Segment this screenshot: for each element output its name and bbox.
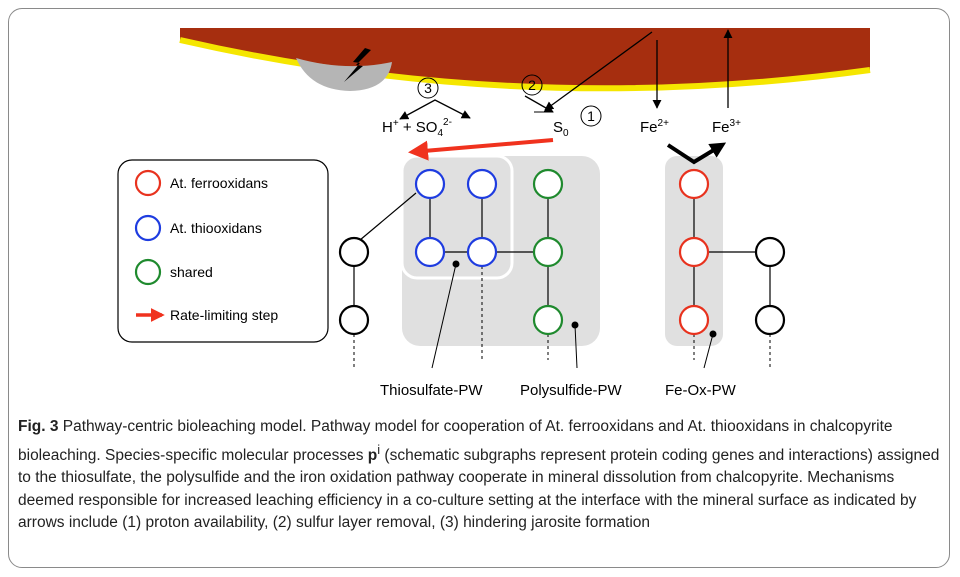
thiosulfate-leader — [431, 263, 457, 369]
polysulfide-leader — [574, 324, 578, 369]
fe3-label: Fe3+ — [712, 118, 741, 136]
shared-node — [532, 236, 564, 268]
legend-ferrooxidans-label: At. ferrooxidans — [170, 175, 268, 191]
jarosite-deposit — [296, 58, 392, 91]
mechanism-2b-arrow — [524, 95, 554, 113]
mechanism-2-arrow — [544, 31, 653, 111]
legend-shared-swatch — [134, 258, 162, 286]
mechanism-3-circle — [417, 77, 439, 99]
legend-rate-limiting-label: Rate-limiting step — [170, 307, 278, 323]
figure-label: Fig. 3 — [18, 418, 59, 435]
legend-shared-label: shared — [170, 264, 213, 280]
legend-ferrooxidans-swatch — [134, 169, 162, 197]
figure-diagram: 3 2 1 H+ + SO42- S0 Fe2+ Fe3+ — [117, 28, 871, 399]
figure-caption: Fig. 3 Pathway-centric bioleaching model… — [18, 416, 943, 535]
thiooxidans-node — [466, 236, 498, 268]
mechanism-2-number: 2 — [528, 77, 536, 93]
fe-ox-pw-label: Fe-Ox-PW — [665, 382, 737, 399]
thiooxidans-node — [414, 168, 446, 200]
legend-thiooxidans-swatch — [134, 214, 162, 242]
mechanism-1-circle — [580, 105, 602, 127]
thiooxidans-node — [414, 236, 446, 268]
sulfur-label: S0 — [553, 119, 569, 139]
mechanism-2-circle — [521, 74, 543, 96]
fe-ox-leader — [703, 333, 714, 369]
proton-sulfate-label: H+ + SO42- — [382, 117, 452, 139]
legend-thiooxidans-label: At. thiooxidans — [170, 220, 262, 236]
caption-text: Pathway-centric bioleaching model. Pathw… — [18, 418, 893, 464]
shared-node — [532, 304, 564, 336]
unassigned-node — [754, 304, 786, 336]
fe2-label: Fe2+ — [640, 118, 669, 136]
fe-oxidation-arrow — [666, 142, 727, 165]
mechanism-3-number: 3 — [424, 80, 432, 96]
legend-box — [117, 159, 329, 343]
unassigned-node — [754, 236, 786, 268]
edge — [359, 192, 417, 241]
mechanism-1-number: 1 — [587, 108, 595, 124]
ferrooxidans-node — [678, 304, 710, 336]
polysulfide-pw-label: Polysulfide-PW — [520, 382, 623, 399]
rate-limiting-arrow — [408, 138, 554, 161]
ferrooxidans-node — [678, 236, 710, 268]
thiooxidans-node — [466, 168, 498, 200]
mineral-surface — [180, 28, 870, 89]
unassigned-node — [338, 304, 370, 336]
thiosulfate-pw-label: Thiosulfate-PW — [380, 382, 483, 399]
ferrooxidans-node — [678, 168, 710, 200]
mechanism-3-arrow — [399, 99, 471, 120]
figure-frame — [8, 8, 950, 568]
shared-node — [532, 168, 564, 200]
caption-symbol: p — [367, 446, 378, 464]
unassigned-node — [338, 236, 370, 268]
caption-symbol-superscript: i — [377, 441, 381, 457]
caption-text-continued: (schematic subgraphs represent protein c… — [18, 446, 940, 532]
lightning-icon — [344, 48, 371, 82]
